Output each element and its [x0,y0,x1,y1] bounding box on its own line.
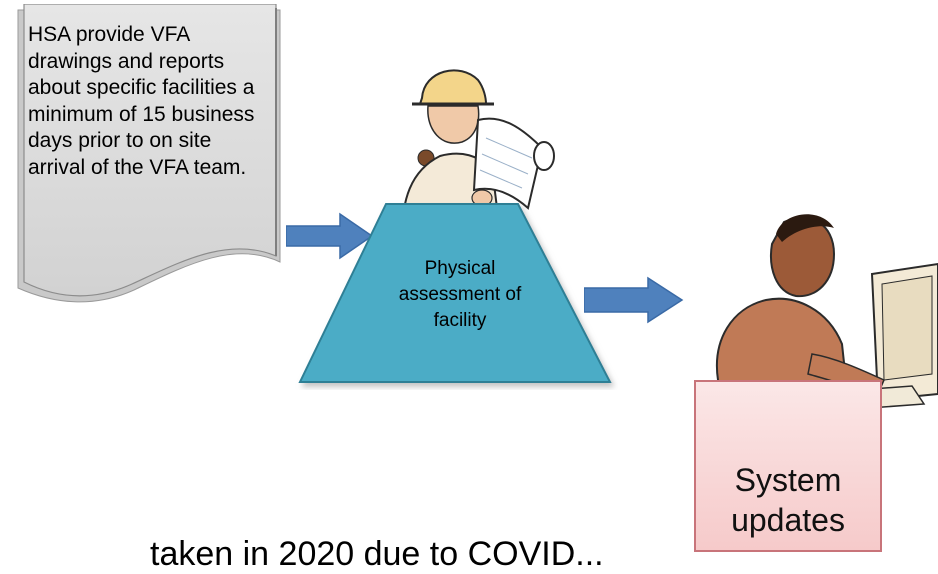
document-note-text: HSA provide VFA drawings and reports abo… [28,23,255,179]
assessment-label: Physical assessment of facility [398,258,522,331]
document-note-shape [17,4,281,303]
system-updates-box [694,380,882,552]
engineer-figure-icon [400,69,555,248]
system-updates-label: System updates [731,462,845,538]
arrow-right-icon [286,212,374,260]
arrow-right-icon [584,276,684,324]
bottom-caption-text: taken in 2020 due to COVID... [150,535,604,573]
assessment-triangle [298,203,612,383]
